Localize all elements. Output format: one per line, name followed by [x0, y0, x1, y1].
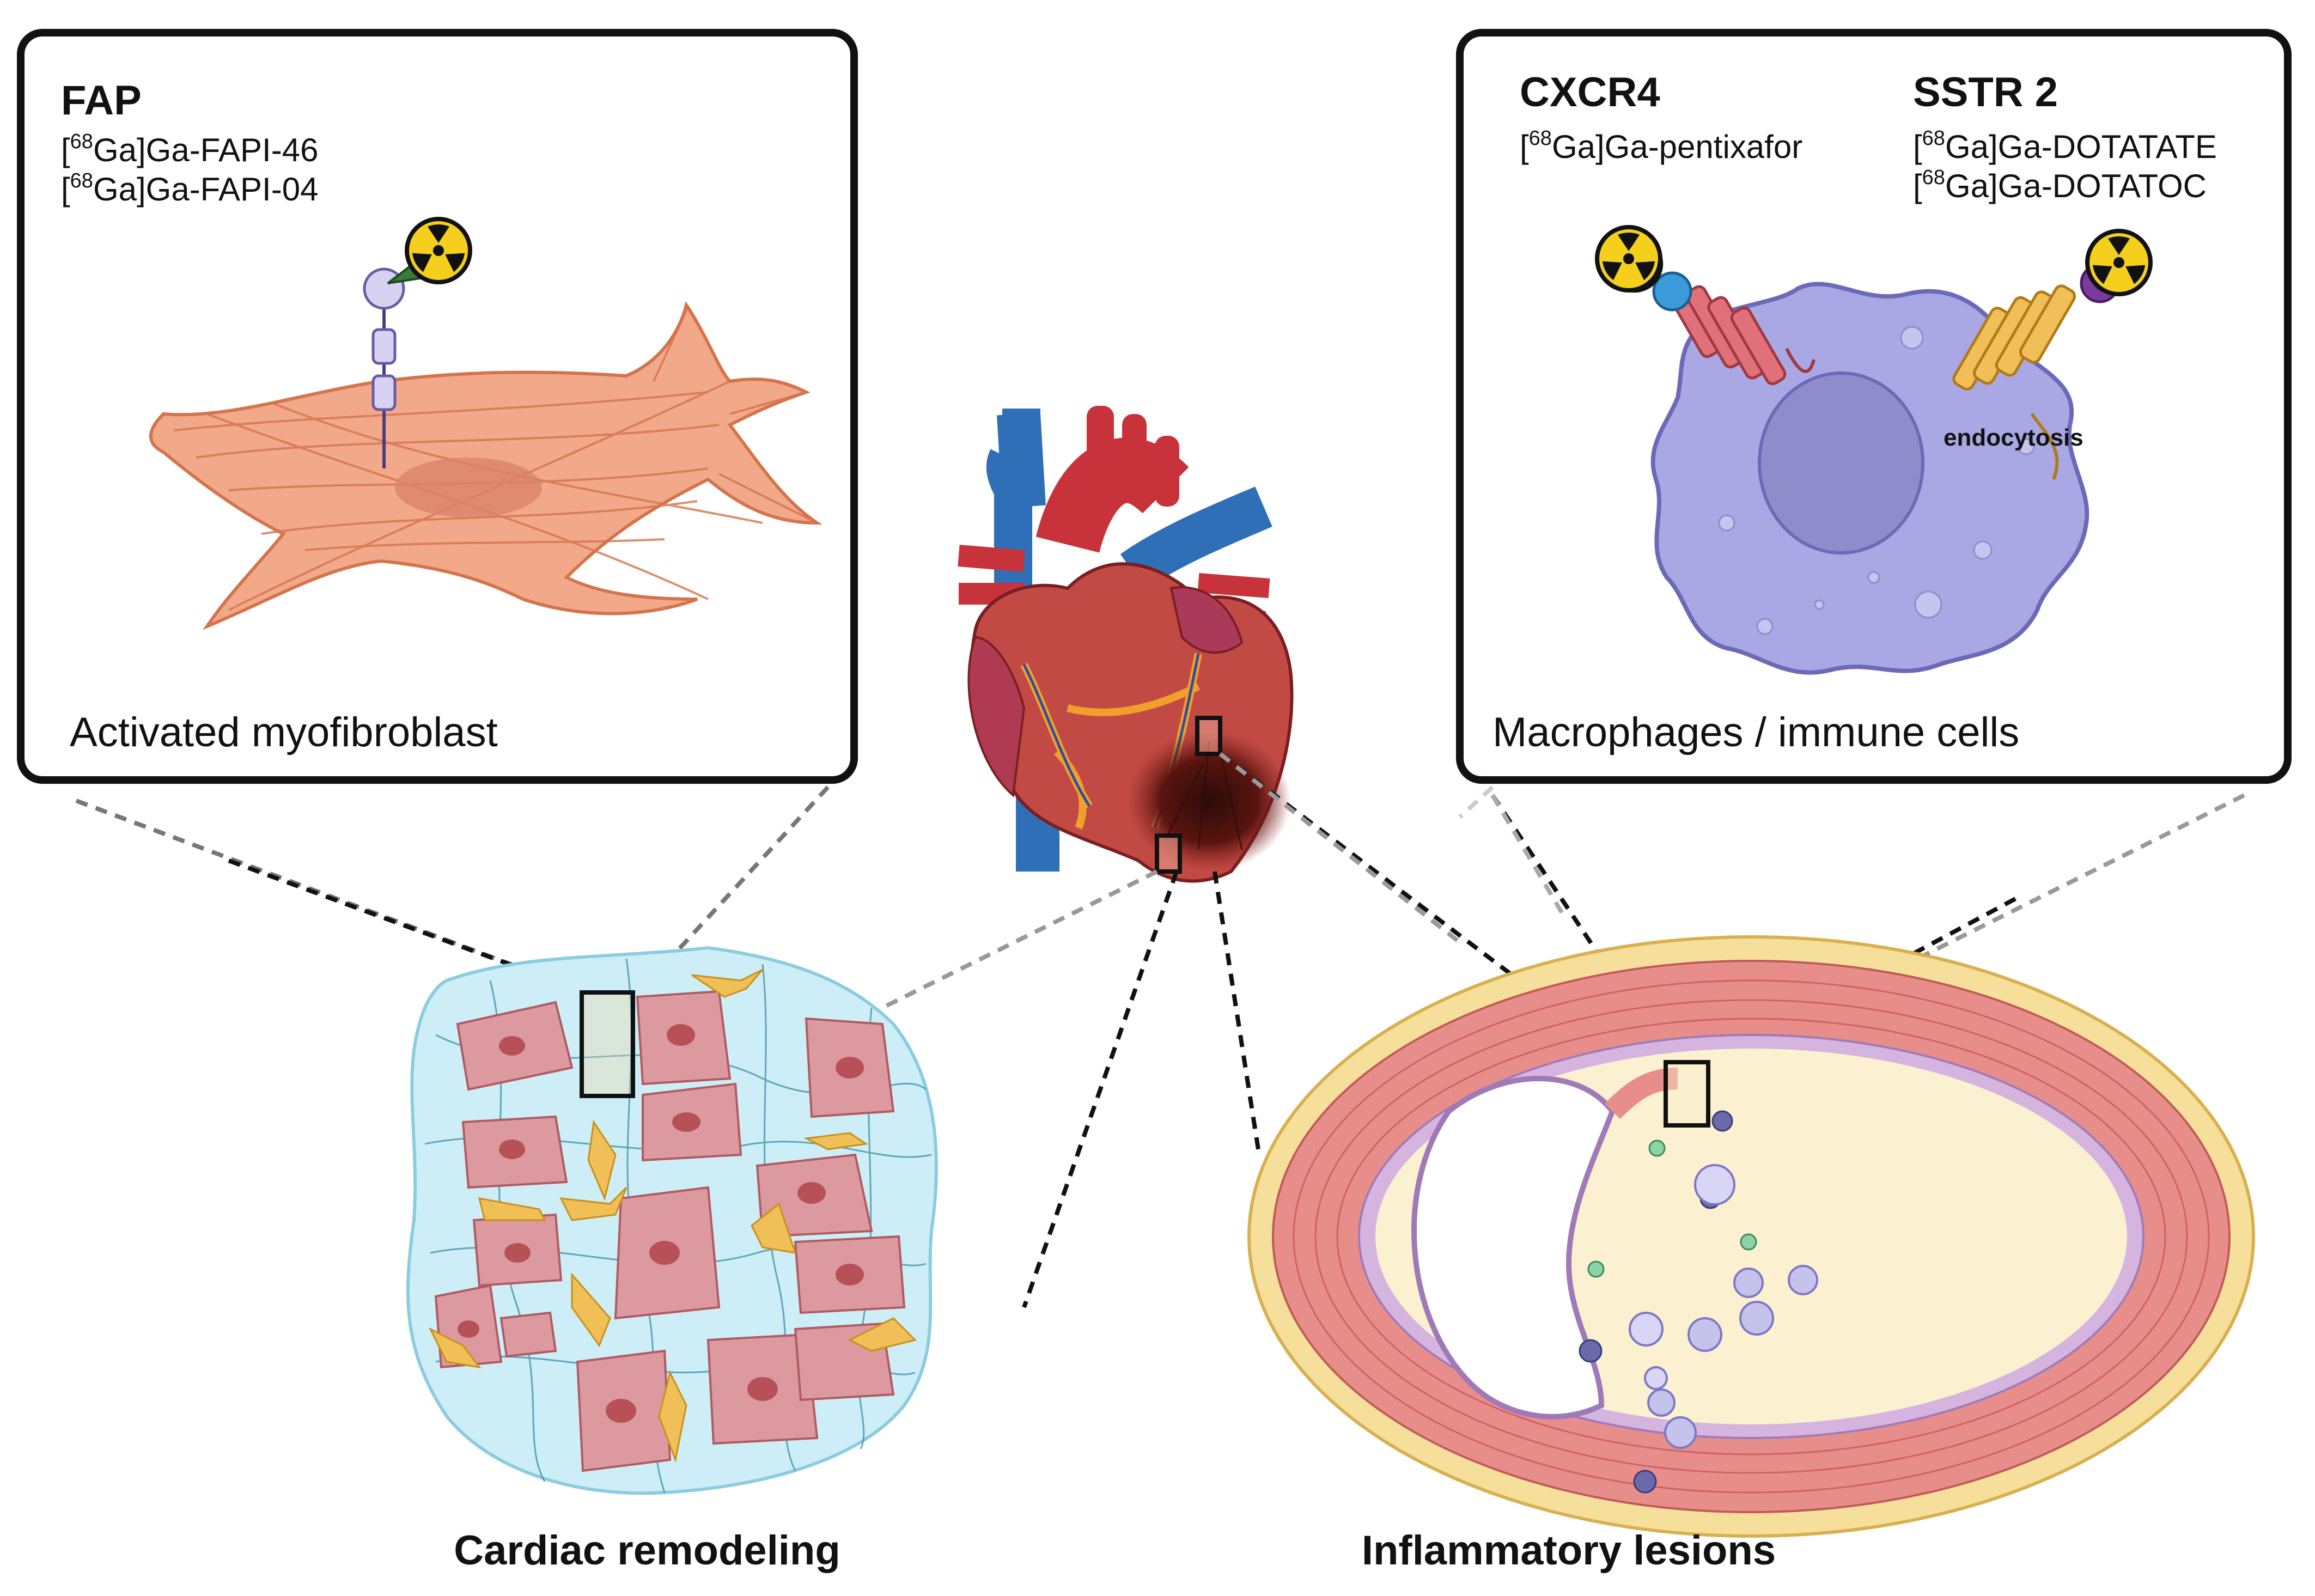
fap-panel: FAP [68Ga]Ga-FAPI-46 [68Ga]Ga-FAPI-04: [17, 29, 858, 784]
tissue-zoom-box: [580, 990, 635, 1098]
cxcr4-tracer: [68Ga]Ga-pentixafor: [1520, 127, 1802, 165]
tissue-icon: [406, 946, 938, 1495]
cxcr4-title: CXCR4: [1520, 69, 1660, 115]
macrophage-icon: endocytosis: [1597, 227, 2150, 675]
sstr2-tracer-2: [68Ga]Ga-DOTATOC: [1913, 166, 2207, 204]
heart-icon: [958, 406, 1294, 883]
immune-panel: CXCR4 [68Ga]Ga-pentixafor SSTR 2 [68Ga]G…: [1456, 29, 2292, 784]
vessel-cross-section-icon: [1247, 935, 2255, 1538]
myofibroblast-icon: [149, 219, 823, 630]
fap-tracer-2: [68Ga]Ga-FAPI-04: [61, 169, 318, 208]
inflammatory-lesions-label: Inflammatory lesions: [1362, 1527, 1776, 1574]
sstr2-tracer-1: [68Ga]Ga-DOTATATE: [1913, 127, 2217, 165]
immune-caption: Macrophages / immune cells: [1492, 709, 2019, 756]
fap-title: FAP: [61, 77, 142, 124]
vessel-zoom-box: [1664, 1060, 1710, 1128]
cardiac-remodeling-label: Cardiac remodeling: [454, 1527, 840, 1574]
endocytosis-label: endocytosis: [1944, 424, 2084, 451]
radiation-icon: [1597, 227, 1660, 290]
fap-caption: Activated myofibroblast: [70, 709, 498, 756]
sstr2-title: SSTR 2: [1913, 69, 2058, 115]
fap-tracer-1: [68Ga]Ga-FAPI-46: [61, 130, 318, 168]
radiation-icon: [407, 219, 470, 282]
radiation-icon: [2087, 231, 2150, 294]
